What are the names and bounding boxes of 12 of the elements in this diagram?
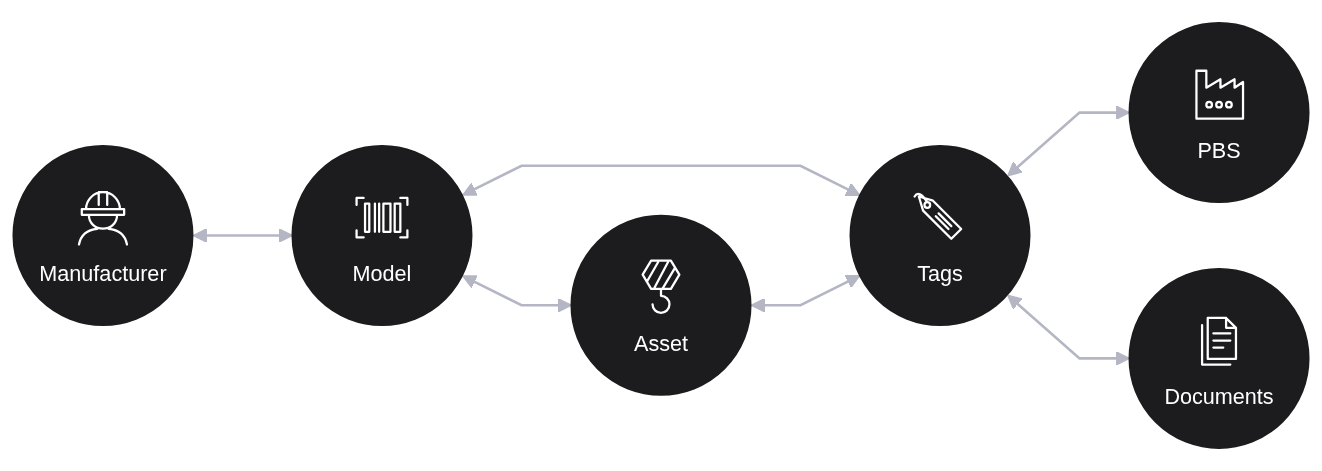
node-label: Documents	[1164, 383, 1274, 409]
node-label: PBS	[1197, 137, 1241, 163]
double-headed-arrow	[1007, 294, 1130, 366]
double-headed-arrow	[750, 274, 861, 313]
node-label: Manufacturer	[39, 260, 167, 286]
node-label: Asset	[634, 330, 688, 356]
double-headed-arrow	[462, 275, 572, 313]
double-headed-arrow	[192, 228, 293, 243]
node-label: Tags	[917, 260, 963, 286]
double-headed-arrow	[462, 164, 861, 197]
double-headed-arrow	[1007, 105, 1130, 177]
node-label: Model	[352, 260, 412, 286]
